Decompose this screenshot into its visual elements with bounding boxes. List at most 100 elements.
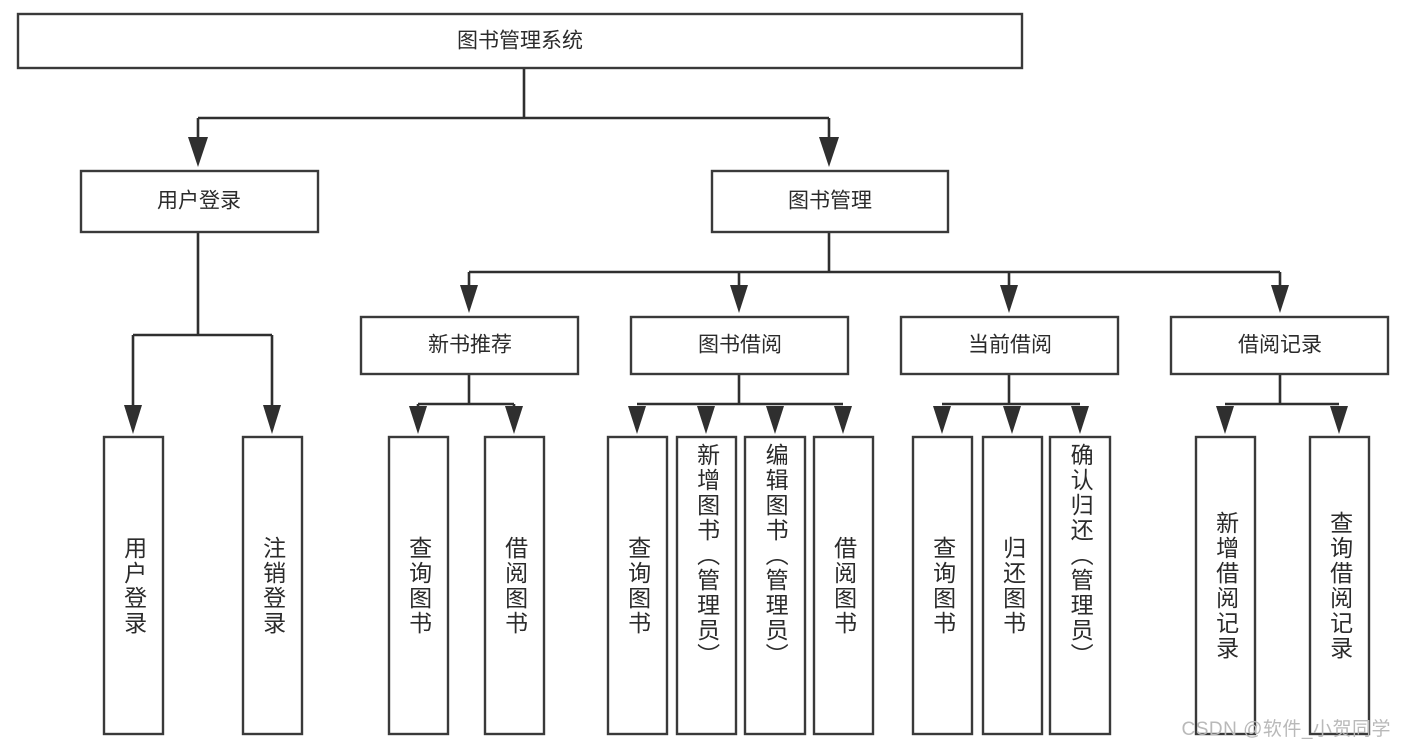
node-leaf-confirm-return-text-area: 确认归还（管理员） (1067, 443, 1094, 668)
node-leaf-query-book-2-label: 查询图书 (624, 535, 651, 636)
node-user-login-box[interactable] (79, 169, 320, 234)
arrow-head-leaf-edit-book (766, 406, 784, 434)
node-borrow-record-label: 借阅记录 (1238, 334, 1322, 357)
node-user-login-label: 用户登录 (157, 190, 241, 213)
node-leaf-user-login-label: 用户登录 (120, 535, 147, 636)
node-leaf-return-book-label: 归还图书 (999, 535, 1026, 636)
arrow-head-leaf-borrow-book-1 (505, 406, 523, 434)
node-leaf-user-login[interactable]: 用户登录 (102, 435, 165, 736)
node-new-book-recommend-label: 新书推荐 (428, 334, 512, 357)
node-current-borrow[interactable]: 当前借阅 (899, 315, 1120, 376)
node-leaf-user-login-text-area: 用户登录 (120, 535, 147, 636)
node-leaf-edit-book-box[interactable] (743, 435, 807, 736)
connector-group-book-borrow (628, 374, 852, 434)
node-leaf-confirm-return[interactable]: 确认归还（管理员） (1048, 435, 1112, 736)
node-leaf-add-record-box[interactable] (1194, 435, 1257, 736)
node-leaf-return-book[interactable]: 归还图书 (981, 435, 1044, 736)
node-borrow-record-box[interactable] (1169, 315, 1390, 376)
node-leaf-query-book-2[interactable]: 查询图书 (606, 435, 669, 736)
node-leaf-add-book-label: 新增图书（管理员） (693, 443, 720, 668)
arrow-head-leaf-user-login (124, 405, 142, 434)
connector-group-book-manage (460, 232, 1289, 313)
node-leaf-borrow-book-2-text-area: 借阅图书 (830, 535, 857, 636)
node-leaf-query-record-label: 查询借阅记录 (1326, 510, 1353, 661)
arrow-head-new-book-recommend (460, 285, 478, 313)
connector-group-root (188, 68, 839, 167)
node-leaf-add-book-box[interactable] (675, 435, 738, 736)
node-leaf-logout-login-box[interactable] (241, 435, 304, 736)
arrow-head-current-borrow (1000, 285, 1018, 313)
node-leaf-add-record-label: 新增借阅记录 (1212, 510, 1239, 661)
node-current-borrow-label: 当前借阅 (968, 334, 1052, 357)
node-leaf-query-book-3-box[interactable] (911, 435, 974, 736)
arrow-head-leaf-logout-login (263, 405, 281, 434)
node-leaf-query-book-3-label: 查询图书 (929, 535, 956, 636)
node-leaf-add-record-text-area: 新增借阅记录 (1212, 510, 1239, 661)
node-leaf-edit-book-text-area: 编辑图书（管理员） (762, 443, 789, 668)
node-leaf-query-record[interactable]: 查询借阅记录 (1308, 435, 1371, 736)
node-leaf-borrow-book-2[interactable]: 借阅图书 (812, 435, 875, 736)
node-leaf-query-book-1-text-area: 查询图书 (405, 535, 432, 636)
node-leaf-query-book-3[interactable]: 查询图书 (911, 435, 974, 736)
node-leaf-query-book-1-label: 查询图书 (405, 535, 432, 636)
connector-group-new-book-recommend (409, 374, 523, 434)
node-leaf-borrow-book-1-label: 借阅图书 (501, 535, 528, 636)
node-leaf-return-book-text-area: 归还图书 (999, 535, 1026, 636)
node-leaf-confirm-return-box[interactable] (1048, 435, 1112, 736)
node-leaf-add-record[interactable]: 新增借阅记录 (1194, 435, 1257, 736)
arrow-head-leaf-query-book-1 (409, 406, 427, 434)
arrow-head-leaf-confirm-return (1071, 406, 1089, 434)
connector-group-user-login (124, 232, 281, 434)
node-leaf-edit-book-label: 编辑图书（管理员） (762, 443, 789, 668)
arrow-head-user-login (188, 137, 208, 167)
node-leaf-query-record-box[interactable] (1308, 435, 1371, 736)
connector-group-current-borrow (933, 374, 1089, 434)
connector-group-borrow-record (1216, 374, 1348, 434)
node-leaf-logout-login-label: 注销登录 (259, 535, 286, 636)
node-leaf-borrow-book-1-box[interactable] (483, 435, 546, 736)
node-book-borrow[interactable]: 图书借阅 (629, 315, 850, 376)
node-borrow-record[interactable]: 借阅记录 (1169, 315, 1390, 376)
node-leaf-add-book[interactable]: 新增图书（管理员） (675, 435, 738, 736)
node-root-label: 图书管理系统 (457, 30, 583, 53)
node-new-book-recommend-box[interactable] (359, 315, 580, 376)
node-leaf-query-book-1-box[interactable] (387, 435, 450, 736)
arrow-head-leaf-add-book (697, 406, 715, 434)
node-new-book-recommend[interactable]: 新书推荐 (359, 315, 580, 376)
node-book-borrow-box[interactable] (629, 315, 850, 376)
node-leaf-borrow-book-2-box[interactable] (812, 435, 875, 736)
node-current-borrow-box[interactable] (899, 315, 1120, 376)
node-leaf-query-book-2-box[interactable] (606, 435, 669, 736)
node-root[interactable]: 图书管理系统 (16, 12, 1024, 70)
node-leaf-return-book-box[interactable] (981, 435, 1044, 736)
node-leaf-edit-book[interactable]: 编辑图书（管理员） (743, 435, 807, 736)
node-book-manage-label: 图书管理 (788, 190, 872, 213)
node-leaf-query-book-3-text-area: 查询图书 (929, 535, 956, 636)
node-root-box[interactable] (16, 12, 1024, 70)
arrow-head-leaf-borrow-book-2 (834, 406, 852, 434)
node-leaf-add-book-text-area: 新增图书（管理员） (693, 443, 720, 668)
node-book-manage-box[interactable] (710, 169, 950, 234)
node-leaf-user-login-box[interactable] (102, 435, 165, 736)
arrow-head-leaf-query-book-2 (628, 406, 646, 434)
node-book-borrow-label: 图书借阅 (698, 334, 782, 357)
node-leaf-borrow-book-2-label: 借阅图书 (830, 535, 857, 636)
node-leaf-logout-login-text-area: 注销登录 (259, 535, 286, 636)
node-leaf-logout-login[interactable]: 注销登录 (241, 435, 304, 736)
node-leaf-borrow-book-1-text-area: 借阅图书 (501, 535, 528, 636)
node-book-manage[interactable]: 图书管理 (710, 169, 950, 234)
node-leaf-query-record-text-area: 查询借阅记录 (1326, 510, 1353, 661)
node-leaf-query-book-1[interactable]: 查询图书 (387, 435, 450, 736)
arrow-head-leaf-query-record (1330, 406, 1348, 434)
csdn-watermark: CSDN @软件_小贺同学 (1181, 719, 1391, 740)
arrow-head-leaf-query-book-3 (933, 406, 951, 434)
arrow-head-borrow-record (1271, 285, 1289, 313)
node-user-login[interactable]: 用户登录 (79, 169, 320, 234)
node-leaf-confirm-return-label: 确认归还（管理员） (1067, 443, 1094, 668)
node-leaf-query-book-2-text-area: 查询图书 (624, 535, 651, 636)
arrow-head-book-manage (819, 137, 839, 167)
node-leaf-borrow-book-1[interactable]: 借阅图书 (483, 435, 546, 736)
arrow-head-book-borrow (730, 285, 748, 313)
